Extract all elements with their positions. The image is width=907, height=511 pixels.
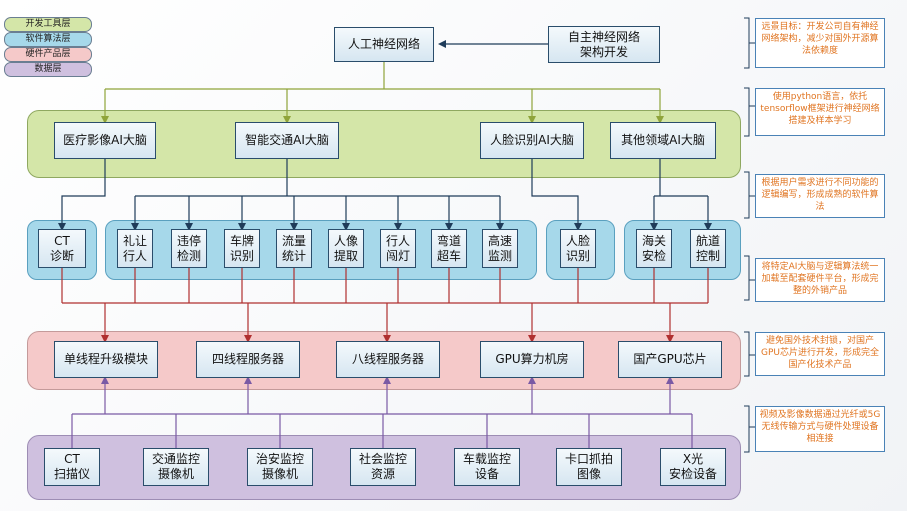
legend-hardware: 硬件产品层: [4, 47, 92, 62]
note-software: 根据用户需求进行不同功能的逻辑编写，形成成熟的软件算法: [755, 174, 885, 218]
algo-plate-recognition: 车牌 识别: [224, 229, 260, 268]
note-vision: 远景目标：开发公司自有神经网络架构，减少对国外开源算法依赖度: [755, 18, 885, 68]
algo-traffic-flow: 流量 统计: [276, 229, 312, 268]
algo-waterway-control: 航道 控制: [690, 229, 726, 268]
self-dev-box: 自主神经网络 架构开发: [548, 26, 660, 63]
brain-traffic: 智能交通AI大脑: [235, 122, 339, 159]
hw-octa-thread: 八线程服务器: [336, 341, 440, 378]
hw-quad-thread: 四线程服务器: [196, 341, 300, 378]
algo-face-recognition: 人脸 识别: [560, 229, 596, 268]
note-data-transfer: 视频及影像数据通过光纤或5G无线传输方式与硬件处理设备相连接: [755, 406, 885, 452]
note-dev-tools: 使用python语言，依托tensorflow框架进行神经网络搭建及样本学习: [755, 88, 885, 136]
algo-red-light: 行人 闯灯: [380, 229, 416, 268]
algo-highway-monitor: 高速 监测: [482, 229, 518, 268]
data-traffic-camera: 交通监控 摄像机: [143, 448, 209, 486]
data-vehicle-monitor: 车载监控 设备: [454, 448, 520, 486]
hw-domestic-gpu: 国产GPU芯片: [618, 341, 722, 378]
data-social-monitoring: 社会监控 资源: [350, 448, 416, 486]
data-xray-equipment: X光 安检设备: [660, 448, 726, 486]
algo-ct-diagnosis: CT 诊断: [38, 229, 86, 268]
hw-single-thread: 单线程升级模块: [54, 341, 158, 378]
legend-dev-tools: 开发工具层: [4, 17, 92, 32]
note-hardware-integration: 将特定AI大脑与逻辑算法统一加载至配套硬件平台，形成完整的外销产品: [755, 258, 885, 302]
algo-yield-pedestrian: 礼让 行人: [117, 229, 153, 268]
legend-software: 软件算法层: [4, 32, 92, 47]
note-domestic-gpu: 避免国外技术封锁，对国产GPU芯片进行开发，形成完全国产化技术产品: [755, 332, 885, 376]
data-ct-scanner: CT 扫描仪: [44, 448, 100, 486]
algo-curve-overtake: 弯道 超车: [431, 229, 467, 268]
data-security-camera: 治安监控 摄像机: [247, 448, 313, 486]
algo-illegal-parking: 违停 检测: [171, 229, 207, 268]
data-checkpoint-images: 卡口抓拍 图像: [556, 448, 622, 486]
legend-data: 数据层: [4, 62, 92, 77]
hw-gpu-room: GPU算力机房: [480, 341, 584, 378]
brain-medical: 医疗影像AI大脑: [54, 122, 156, 159]
brain-other: 其他领域AI大脑: [610, 122, 716, 159]
ann-box: 人工神经网络: [334, 27, 434, 62]
brain-face: 人脸识别AI大脑: [480, 122, 584, 159]
algo-customs-check: 海关 安检: [636, 229, 672, 268]
algo-portrait-extraction: 人像 提取: [328, 229, 364, 268]
